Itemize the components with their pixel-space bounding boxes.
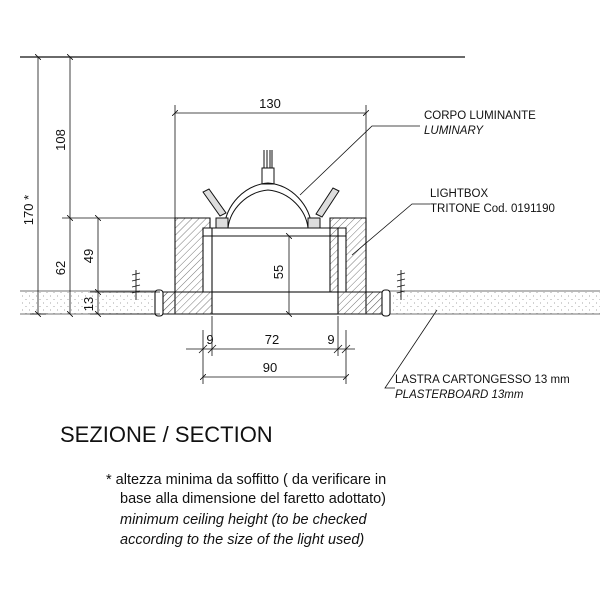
dim-label-13: 13 [81, 297, 96, 311]
dim-49 [90, 218, 160, 292]
screw-right [396, 270, 406, 300]
dim-108 [62, 57, 175, 218]
dim-130 [175, 105, 366, 218]
dim-9-72-9 [186, 316, 355, 356]
plasterboard [20, 290, 600, 315]
leader-lightbox [351, 203, 430, 256]
dim-label-90: 90 [263, 360, 277, 375]
luminary-lamp [202, 150, 340, 229]
label-luminary-it: CORPO LUMINANTE [424, 110, 536, 122]
label-lightbox-2: TRITONE Cod. 0191190 [430, 203, 555, 215]
label-plaster-it: LASTRA CARTONGESSO 13 mm [395, 374, 570, 386]
label-luminary-en: LUMINARY [424, 125, 484, 137]
label-lightbox-1: LIGHTBOX [430, 188, 488, 200]
dim-label-170: 170 * [21, 195, 36, 225]
dim-170 [30, 57, 46, 314]
label-plaster-en: PLASTERBOARD 13mm [395, 389, 524, 401]
dim-label-9-left: 9 [206, 332, 213, 347]
dim-label-9-right: 9 [327, 332, 334, 347]
leader-plasterboard [384, 309, 438, 389]
section-title: SEZIONE / SECTION [60, 422, 273, 447]
leader-luminary [299, 125, 420, 196]
note-line-4: according to the size of the light used) [120, 532, 364, 548]
lightbox-body [154, 217, 391, 317]
dim-label-49: 49 [81, 249, 96, 263]
dim-label-108: 108 [53, 129, 68, 151]
screw-left [131, 270, 141, 300]
dim-13 [90, 292, 160, 314]
dim-label-130: 130 [259, 96, 281, 111]
note-line-2: base alla dimensione del faretto adottat… [120, 491, 386, 507]
dim-label-55: 55 [271, 265, 286, 279]
dim-label-62: 62 [53, 261, 68, 275]
note-line-1: * altezza minima da soffitto ( da verifi… [106, 472, 386, 488]
note-line-3: minimum ceiling height (to be checked [120, 512, 368, 528]
dim-90 [203, 356, 346, 384]
dim-label-72: 72 [265, 332, 279, 347]
